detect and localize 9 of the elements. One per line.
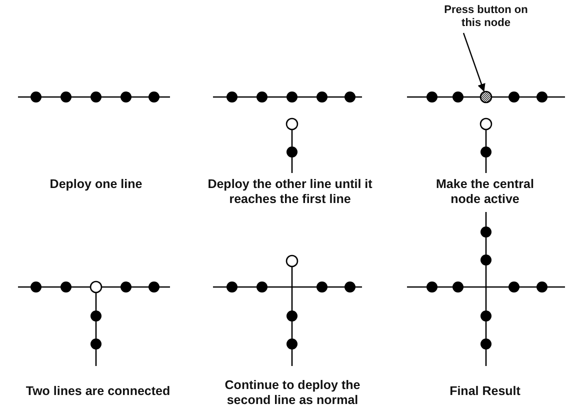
step-caption: Deploy one line (48, 177, 144, 192)
active-node (480, 90, 492, 104)
step-caption: Deploy the other line until it reaches the first line (206, 177, 374, 207)
step-caption: Make the central node active (435, 177, 535, 207)
step-caption: Two lines are connected (24, 384, 172, 399)
step-caption: Final Result (448, 384, 522, 399)
step-caption: Continue to deploy the second line as normal (224, 378, 362, 408)
leader-line (462, 32, 486, 92)
callout-text: Press button on this node (441, 4, 531, 30)
